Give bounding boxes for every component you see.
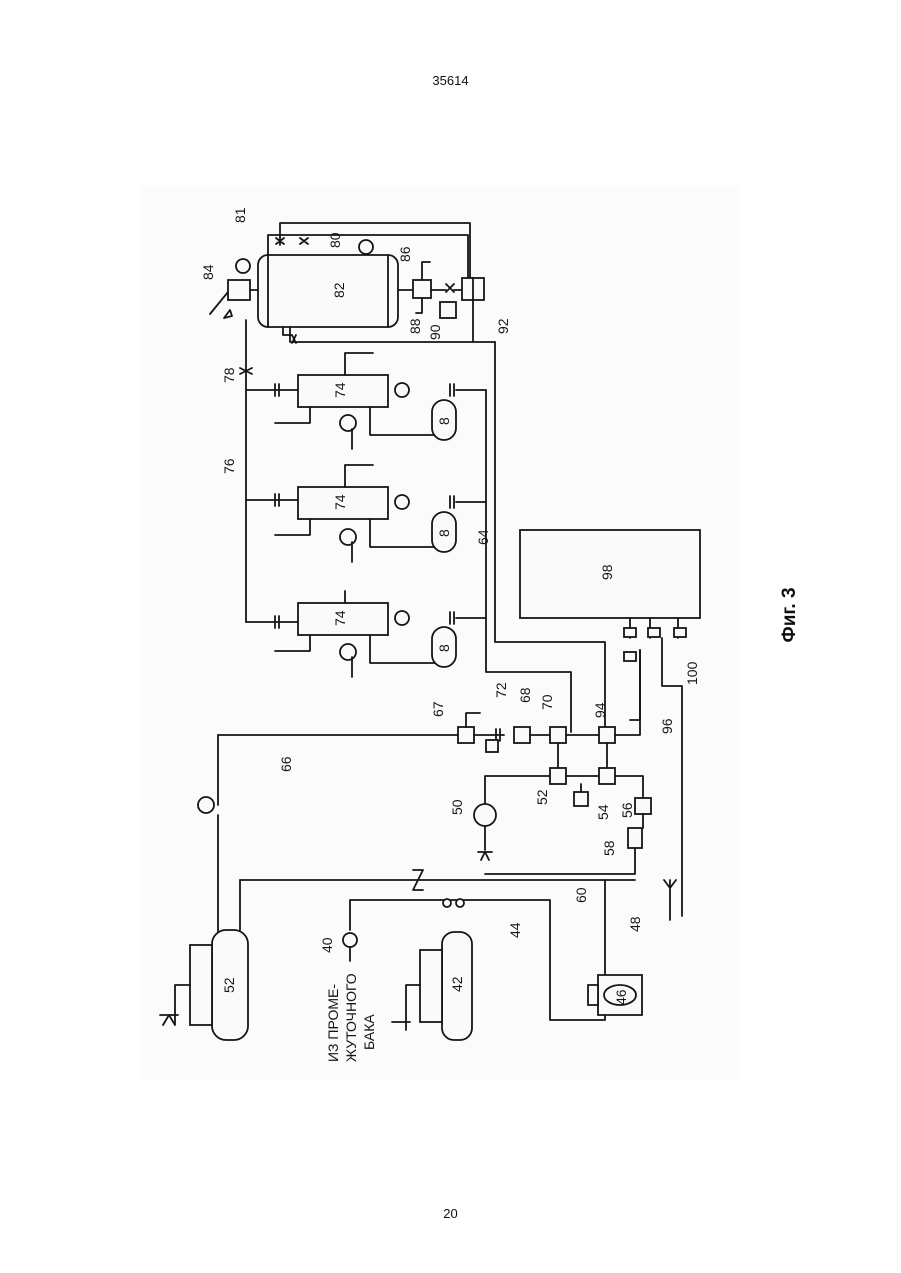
label-8-c: 8 bbox=[436, 644, 452, 652]
label-78: 78 bbox=[221, 367, 237, 383]
gauge-66 bbox=[198, 797, 214, 813]
label-48: 48 bbox=[627, 916, 643, 932]
label-98: 98 bbox=[599, 564, 615, 580]
label-67: 67 bbox=[430, 701, 446, 717]
meter-90 bbox=[440, 302, 456, 318]
tank-42-base bbox=[420, 950, 442, 1022]
pump-40 bbox=[343, 933, 357, 947]
label-96: 96 bbox=[659, 718, 675, 734]
label-81: 81 bbox=[232, 207, 248, 223]
valve-70 bbox=[550, 727, 566, 743]
label-84: 84 bbox=[200, 264, 216, 280]
source-note-line-3: БАКА bbox=[361, 1014, 377, 1050]
valve-68 bbox=[514, 727, 530, 743]
label-88: 88 bbox=[407, 318, 423, 334]
valve-86 bbox=[413, 280, 431, 298]
label-8-a: 8 bbox=[436, 417, 452, 425]
label-64: 64 bbox=[475, 529, 491, 545]
label-46: 46 bbox=[613, 989, 629, 1005]
label-80: 80 bbox=[327, 232, 343, 248]
label-70: 70 bbox=[539, 694, 555, 710]
vessel-gauge-icon bbox=[359, 240, 373, 254]
header-line-76 bbox=[240, 320, 298, 628]
label-56: 56 bbox=[619, 802, 635, 818]
label-86: 86 bbox=[397, 246, 413, 262]
label-52: 52 bbox=[534, 789, 550, 805]
label-76: 76 bbox=[221, 458, 237, 474]
source-note-line-1: ИЗ ПРОМЕ- bbox=[325, 984, 341, 1062]
label-82: 82 bbox=[331, 282, 347, 298]
valve-56 bbox=[635, 798, 651, 814]
label-100: 100 bbox=[684, 661, 700, 685]
label-50: 50 bbox=[449, 799, 465, 815]
vessel-gauge-icon-84 bbox=[236, 259, 250, 273]
label-60: 60 bbox=[573, 887, 589, 903]
filter-58 bbox=[628, 828, 642, 848]
label-42: 42 bbox=[449, 976, 465, 992]
label-40: 40 bbox=[319, 937, 335, 953]
receiver-vessel-80 bbox=[210, 223, 495, 343]
valve-52 bbox=[550, 768, 566, 784]
valve-94 bbox=[599, 727, 615, 743]
label-66: 66 bbox=[278, 756, 294, 772]
label-74-a: 74 bbox=[332, 382, 348, 398]
label-68: 68 bbox=[517, 687, 533, 703]
label-58: 58 bbox=[601, 840, 617, 856]
label-8-b: 8 bbox=[436, 529, 452, 537]
figure-caption: Фиг. 3 bbox=[779, 587, 801, 642]
column-74-bottom bbox=[275, 591, 486, 677]
label-94: 94 bbox=[592, 702, 608, 718]
label-74-c: 74 bbox=[332, 610, 348, 626]
valve-54 bbox=[599, 768, 615, 784]
label-54: 54 bbox=[595, 804, 611, 820]
vessel-82-body bbox=[258, 255, 398, 327]
valve-67 bbox=[458, 727, 474, 743]
label-72: 72 bbox=[493, 682, 509, 698]
source-note-line-2: ЖУТОЧНОГО bbox=[343, 973, 359, 1062]
label-44: 44 bbox=[507, 922, 523, 938]
page-number: 20 bbox=[0, 1206, 901, 1221]
label-74-b: 74 bbox=[332, 494, 348, 510]
tank-52-base bbox=[190, 945, 212, 1025]
column-74-top bbox=[275, 353, 486, 449]
label-90: 90 bbox=[427, 324, 443, 340]
label-52-tank: 52 bbox=[221, 977, 237, 993]
label-92: 92 bbox=[495, 318, 511, 334]
pump-50 bbox=[474, 804, 496, 826]
vessel-device-84 bbox=[228, 280, 250, 300]
column-74-middle bbox=[275, 465, 486, 562]
